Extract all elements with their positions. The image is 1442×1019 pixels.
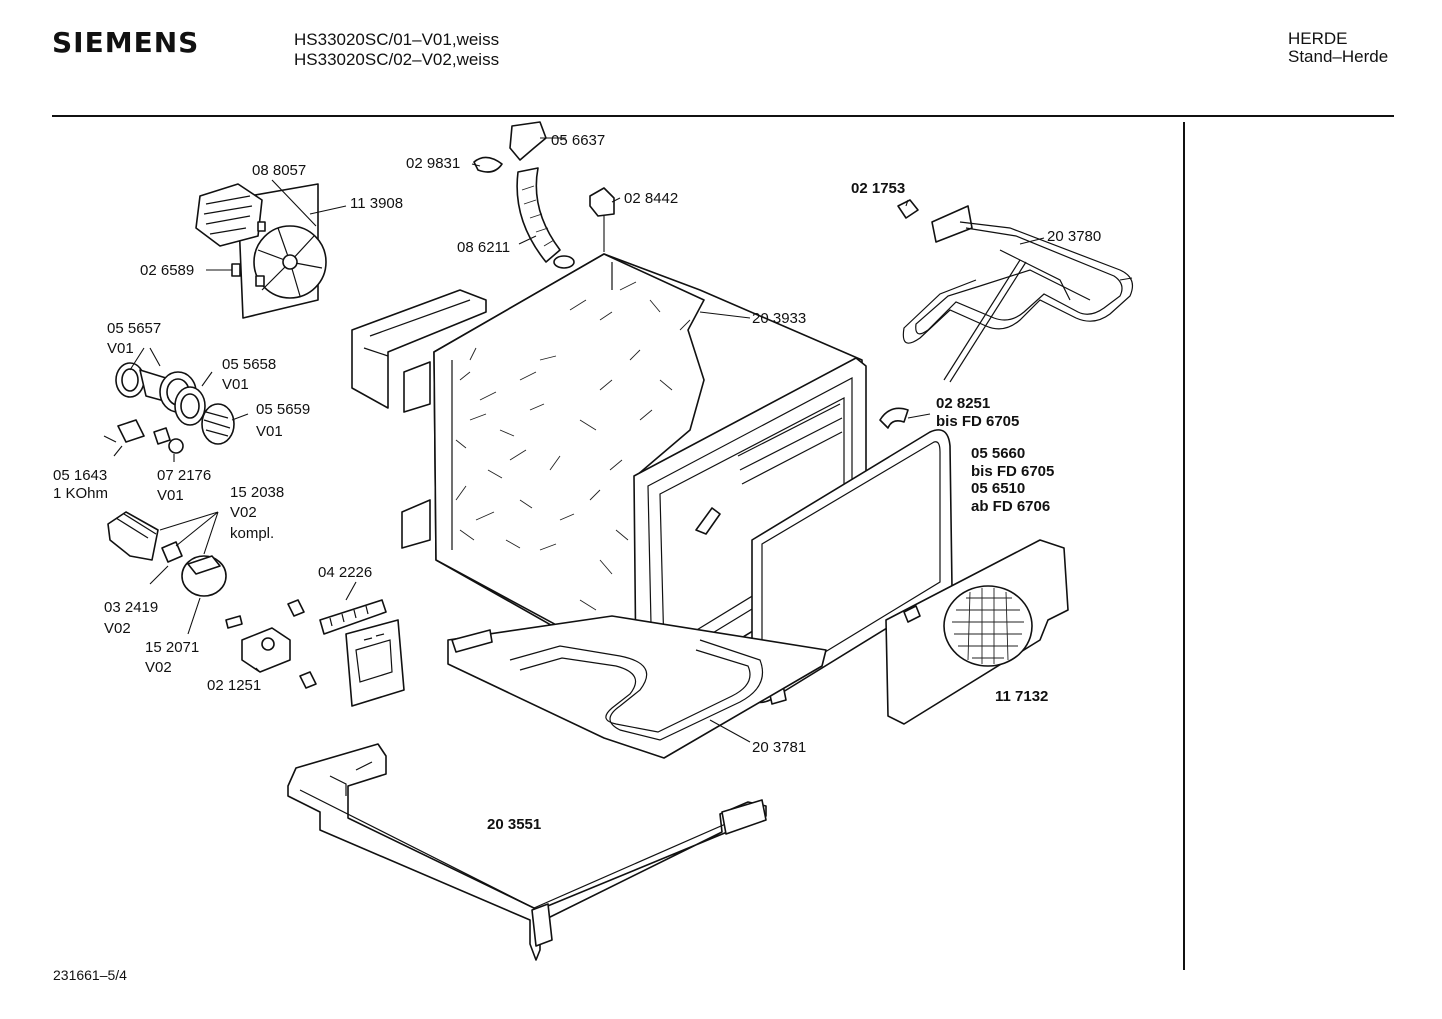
label-113908: 11 3908 (350, 195, 403, 212)
label-055657: 05 5657 (107, 320, 161, 337)
label-203780: 20 3780 (1047, 228, 1101, 245)
base-plate-203551 (287, 743, 767, 961)
label-072176: 07 2176 (157, 467, 211, 484)
fan-motor-assembly (195, 183, 327, 319)
label-055660: 05 5660 (971, 445, 1025, 462)
label-117132: 11 7132 (995, 688, 1048, 705)
label-055659-variant: V01 (256, 423, 283, 440)
label-028442: 02 8442 (624, 190, 678, 207)
label-055658-variant: V01 (222, 376, 249, 393)
label-042226: 04 2226 (318, 564, 372, 581)
clip-042226 (319, 599, 387, 635)
lamp-socket-v01 (115, 362, 235, 445)
bottom-heater-203781 (447, 615, 827, 759)
label-032419-variant: V02 (104, 620, 131, 637)
label-028251-range: bis FD 6705 (936, 413, 1019, 430)
bracket-028442 (589, 187, 615, 252)
label-203781: 20 3781 (752, 739, 806, 756)
label-051643-resistance: 1 KOhm (53, 485, 108, 502)
hose-086211 (516, 167, 575, 269)
label-072176-variant: V01 (157, 487, 184, 504)
label-055659: 05 5659 (256, 401, 310, 418)
label-056510: 05 6510 (971, 480, 1025, 497)
label-026589: 02 6589 (140, 262, 194, 279)
label-056637: 05 6637 (551, 132, 605, 149)
label-088057: 08 8057 (252, 162, 306, 179)
heating-element-203780 (902, 205, 1133, 383)
label-152038: 15 2038 (230, 484, 284, 501)
model-list: HS33020SC/01–V01,weiss HS33020SC/02–V02,… (294, 30, 499, 70)
terminal-block (345, 619, 405, 707)
label-055658: 05 5658 (222, 356, 276, 373)
label-028251: 02 8251 (936, 395, 990, 412)
header-rule (52, 115, 1394, 117)
bulb-072176 (153, 427, 184, 454)
label-021753: 02 1753 (851, 180, 905, 197)
label-029831: 02 9831 (406, 155, 460, 172)
label-152038-variant: V02 (230, 504, 257, 521)
label-021251: 02 1251 (207, 677, 261, 694)
part-labels: 08 8057 11 3908 02 6589 02 9831 05 6637 … (53, 132, 1101, 833)
category-line-1: HERDE (1288, 29, 1348, 48)
document-number: 231661–5/4 (53, 967, 127, 983)
brand-logo: SIEMENS (52, 26, 200, 59)
heat-shield-bracket (351, 289, 487, 409)
label-055660-range: bis FD 6705 (971, 463, 1054, 480)
side-rule (1183, 122, 1185, 970)
clamp-029831 (473, 156, 503, 173)
label-086211: 08 6211 (457, 239, 510, 256)
lamp-socket-v02 (107, 511, 227, 597)
category-line-2: Stand–Herde (1288, 47, 1389, 66)
label-032419: 03 2419 (104, 599, 158, 616)
connector-021251 (241, 627, 291, 673)
leader-lines (113, 137, 1045, 743)
screw-a (287, 599, 305, 617)
screw-c (299, 671, 317, 689)
label-152071: 15 2071 (145, 639, 199, 656)
fan-cover-117132 (885, 539, 1069, 725)
label-051643: 05 1643 (53, 467, 107, 484)
bolt-026589 (231, 263, 241, 277)
label-056510-range: ab FD 6706 (971, 498, 1050, 515)
label-203933: 20 3933 (752, 310, 806, 327)
model-line-1: HS33020SC/01–V01,weiss (294, 30, 500, 49)
label-152038-complete: kompl. (230, 525, 274, 542)
screw-b (225, 615, 243, 629)
vent-cap-056637 (509, 121, 547, 161)
label-152071-variant: V02 (145, 659, 172, 676)
label-203551: 20 3551 (487, 816, 541, 833)
clip-021753 (897, 199, 919, 219)
label-055657-variant: V01 (107, 340, 134, 357)
resistor-051643 (103, 419, 145, 443)
model-line-2: HS33020SC/02–V02,weiss (294, 50, 500, 69)
side-clip-028251 (879, 407, 909, 429)
category-block: HERDE Stand–Herde (1288, 30, 1388, 66)
